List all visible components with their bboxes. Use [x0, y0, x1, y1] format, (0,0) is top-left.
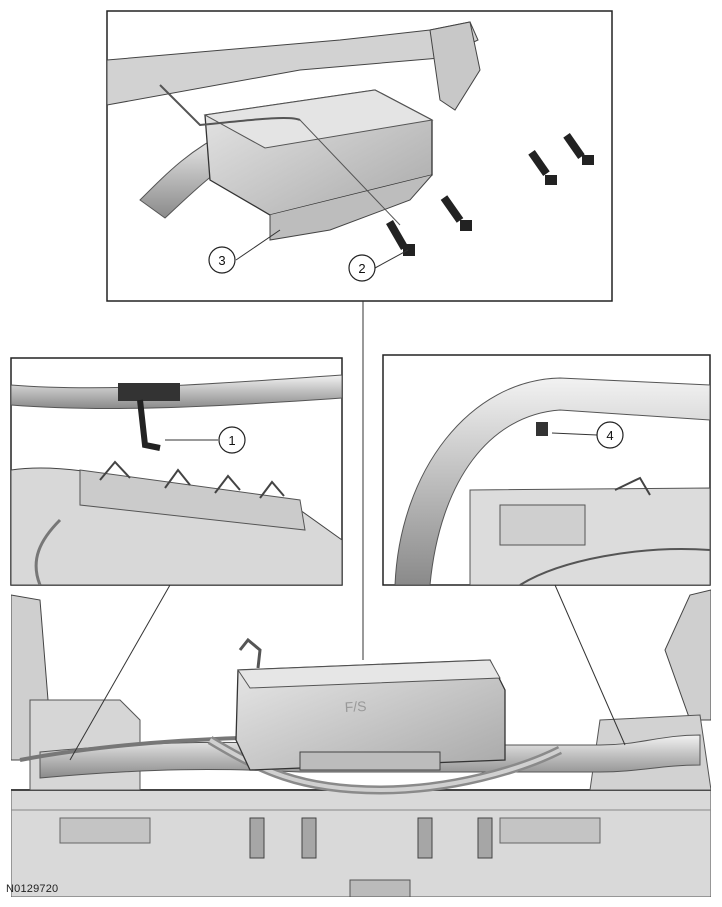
svg-text:1: 1	[228, 433, 235, 448]
callout-1: 1	[218, 426, 246, 454]
svg-text:F/S: F/S	[344, 698, 367, 715]
callout-3: 3	[208, 246, 236, 274]
svg-text:3: 3	[218, 253, 225, 268]
svg-text:2: 2	[358, 261, 365, 276]
right-detail-panel: 4	[382, 354, 711, 586]
mounting-studs	[249, 817, 493, 859]
bolt-icon	[386, 133, 594, 256]
overview-scene: F/S	[11, 585, 711, 897]
callout-4: 4	[596, 421, 624, 449]
left-detail-panel: 1	[10, 357, 343, 586]
figure-id: N0129720	[6, 883, 59, 895]
detail-leader-lines	[69, 301, 626, 761]
callout-2: 2	[348, 254, 376, 282]
svg-text:4: 4	[606, 428, 613, 443]
top-detail-panel: 3 2	[106, 10, 613, 302]
